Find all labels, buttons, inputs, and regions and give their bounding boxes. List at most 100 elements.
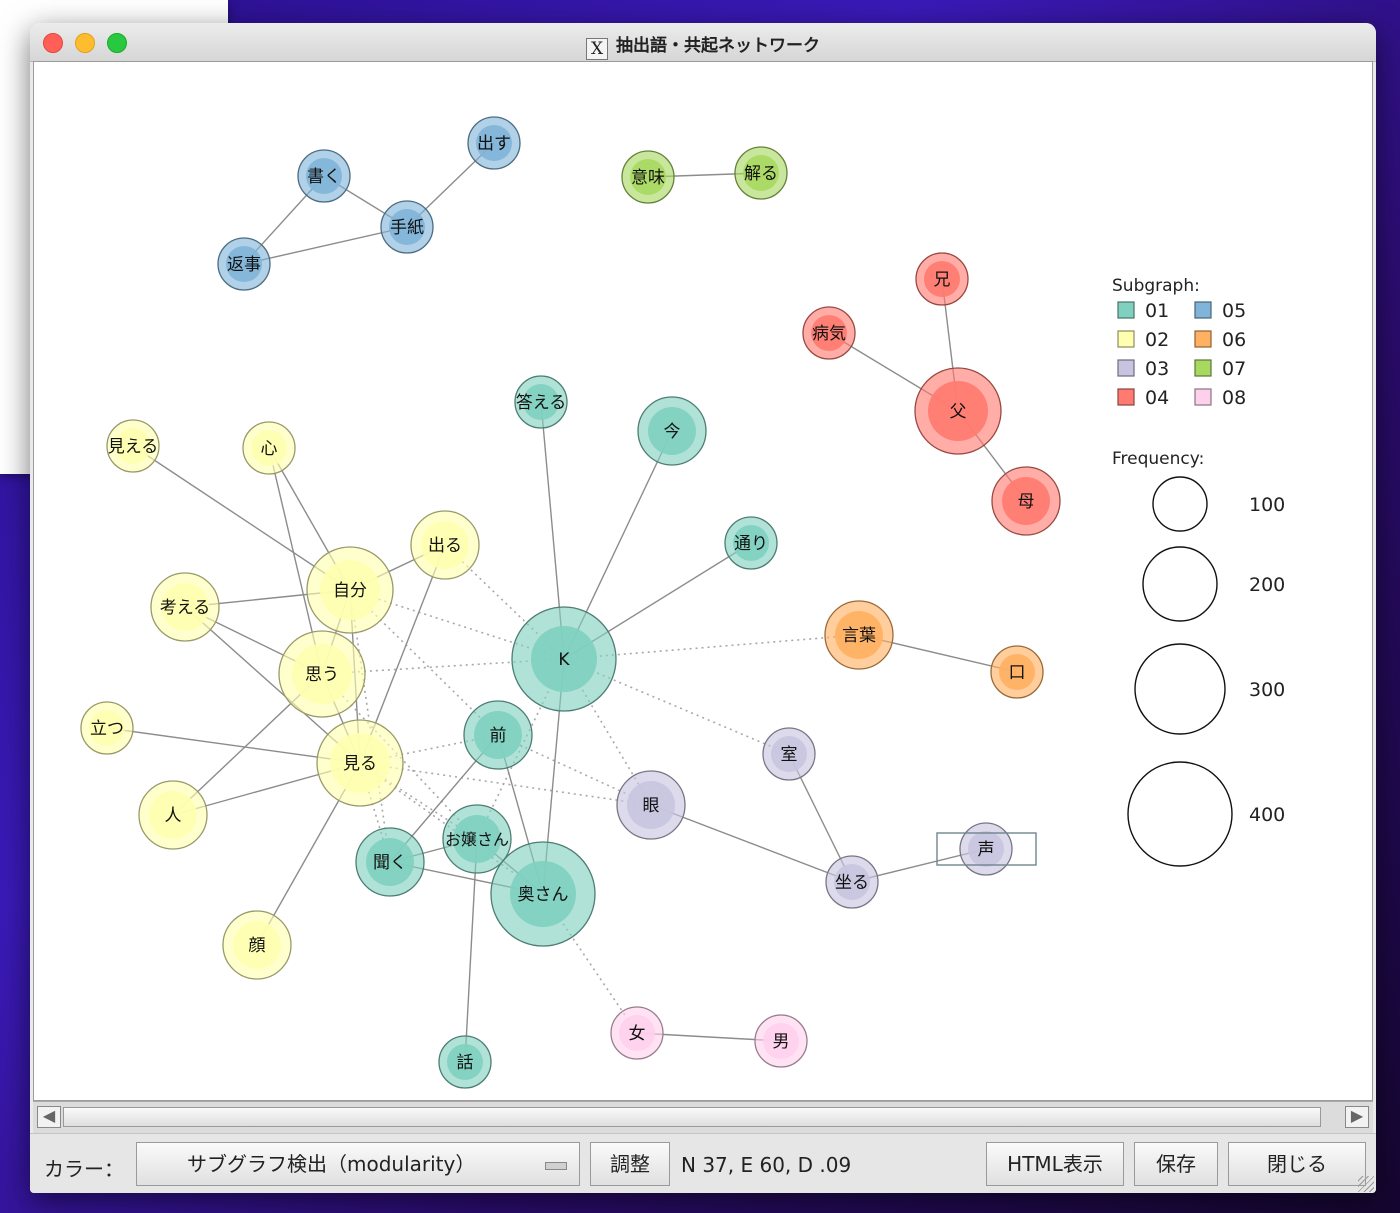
node-core xyxy=(115,428,151,464)
frequency-item-400: 400 xyxy=(1127,761,1285,867)
save-button[interactable]: 保存 xyxy=(1134,1142,1218,1186)
scroll-thumb[interactable] xyxy=(63,1107,1321,1127)
legend-swatch xyxy=(1194,388,1212,406)
frequency-circle xyxy=(1127,761,1233,867)
node-見る[interactable]: 見る xyxy=(316,719,404,807)
node-core xyxy=(834,864,870,900)
node-坐る[interactable]: 坐る xyxy=(825,855,879,909)
node-話[interactable]: 話 xyxy=(438,1035,492,1089)
close-window-button[interactable] xyxy=(43,33,63,53)
frequency-circle xyxy=(1152,476,1208,532)
bottom-toolbar: カラー： サブグラフ検出（modularity） 調整 N 37, E 60, … xyxy=(30,1133,1376,1193)
node-兄[interactable]: 兄 xyxy=(915,252,969,306)
scroll-right-arrow-icon[interactable]: ▶ xyxy=(1345,1106,1369,1128)
node-label: 坐る xyxy=(835,873,869,893)
legend-swatch xyxy=(1117,359,1135,377)
node-core xyxy=(1002,477,1050,525)
node-意味[interactable]: 意味 xyxy=(621,150,675,204)
node-解る[interactable]: 解る xyxy=(734,146,788,200)
node-室[interactable]: 室 xyxy=(762,727,816,781)
node-顔[interactable]: 顔 xyxy=(222,910,292,980)
node-お嬢さん[interactable]: お嬢さん xyxy=(442,804,512,874)
node-自分[interactable]: 自分 xyxy=(306,546,394,634)
color-label: カラー： xyxy=(44,1157,124,1181)
node-口[interactable]: 口 xyxy=(990,645,1044,699)
dotted-edge-奥さん-女 xyxy=(542,893,638,1034)
legend-swatch xyxy=(1194,330,1212,348)
frequency-item-300: 300 xyxy=(1134,643,1285,735)
frequency-label: 300 xyxy=(1249,679,1285,701)
node-core xyxy=(999,654,1035,690)
node-core xyxy=(924,261,960,297)
node-core xyxy=(627,781,675,829)
node-病気[interactable]: 病気 xyxy=(802,306,856,360)
node-label: 奥さん xyxy=(518,885,569,905)
node-心[interactable]: 心 xyxy=(242,421,296,475)
scroll-left-arrow-icon[interactable]: ◀ xyxy=(37,1106,61,1128)
node-label: 書く xyxy=(307,167,341,187)
edge-お嬢さん-話 xyxy=(464,838,478,1063)
legend-label: 04 xyxy=(1145,387,1169,409)
node-core xyxy=(928,381,988,441)
node-眼[interactable]: 眼 xyxy=(616,770,686,840)
node-core xyxy=(89,710,125,746)
node-父[interactable]: 父 xyxy=(914,367,1002,455)
node-立つ[interactable]: 立つ xyxy=(80,701,134,755)
node-core xyxy=(389,209,425,245)
node-考える[interactable]: 考える xyxy=(150,572,220,642)
dropdown-value: サブグラフ検出（modularity） xyxy=(187,1152,476,1176)
node-答える[interactable]: 答える xyxy=(514,375,568,429)
node-聞く[interactable]: 聞く xyxy=(355,827,425,897)
node-出る[interactable]: 出る xyxy=(410,510,480,580)
node-通り[interactable]: 通り xyxy=(724,516,778,570)
node-label: 病気 xyxy=(812,324,846,344)
node-core xyxy=(421,521,469,569)
minimize-window-button[interactable] xyxy=(75,33,95,53)
node-core xyxy=(306,158,342,194)
node-前[interactable]: 前 xyxy=(463,700,533,770)
node-K[interactable]: K xyxy=(511,606,617,712)
legend-item-06: 06 xyxy=(1194,329,1246,351)
node-今[interactable]: 今 xyxy=(637,396,707,466)
node-書く[interactable]: 書く xyxy=(297,149,351,203)
node-男[interactable]: 男 xyxy=(754,1014,808,1068)
node-core xyxy=(330,733,390,793)
frequency-label: 400 xyxy=(1249,804,1285,826)
node-人[interactable]: 人 xyxy=(138,780,208,850)
node-声[interactable]: 声 xyxy=(959,822,1013,876)
node-母[interactable]: 母 xyxy=(991,466,1061,536)
node-見える[interactable]: 見える xyxy=(106,419,160,473)
color-mode-dropdown[interactable]: サブグラフ検出（modularity） xyxy=(136,1142,580,1186)
zoom-window-button[interactable] xyxy=(107,33,127,53)
frequency-item-200: 200 xyxy=(1142,546,1285,622)
html-view-button[interactable]: HTML表示 xyxy=(986,1142,1124,1186)
node-core xyxy=(453,815,501,863)
node-label: K xyxy=(558,650,570,670)
close-button[interactable]: 閉じる xyxy=(1228,1142,1366,1186)
node-女[interactable]: 女 xyxy=(610,1006,664,1060)
node-奥さん[interactable]: 奥さん xyxy=(490,841,596,947)
node-label: 男 xyxy=(773,1032,790,1052)
node-返事[interactable]: 返事 xyxy=(217,237,271,291)
node-思う[interactable]: 思う xyxy=(278,630,366,718)
dotted-edge-自分-前 xyxy=(349,589,499,736)
selection-box xyxy=(936,832,1037,866)
node-言葉[interactable]: 言葉 xyxy=(824,600,894,670)
legend-item-01: 01 xyxy=(1117,300,1169,322)
node-core xyxy=(619,1015,655,1051)
node-label: 出る xyxy=(428,536,462,556)
frequency-item-100: 100 xyxy=(1152,476,1285,532)
node-手紙[interactable]: 手紙 xyxy=(380,200,434,254)
network-canvas[interactable]: 書く 出す手紙返事 意味 解る兄病気父母 答える 今通り K 前お嬢さん聞く奥さん話 見える 心出… xyxy=(33,61,1373,1101)
node-出す[interactable]: 出す xyxy=(467,116,521,170)
frequency-circle xyxy=(1134,643,1226,735)
resize-grip-icon[interactable] xyxy=(1358,1176,1374,1192)
horizontal-scrollbar[interactable]: ◀ ▶ xyxy=(33,1101,1373,1133)
adjust-button[interactable]: 調整 xyxy=(590,1142,670,1186)
legend-item-02: 02 xyxy=(1117,329,1169,351)
